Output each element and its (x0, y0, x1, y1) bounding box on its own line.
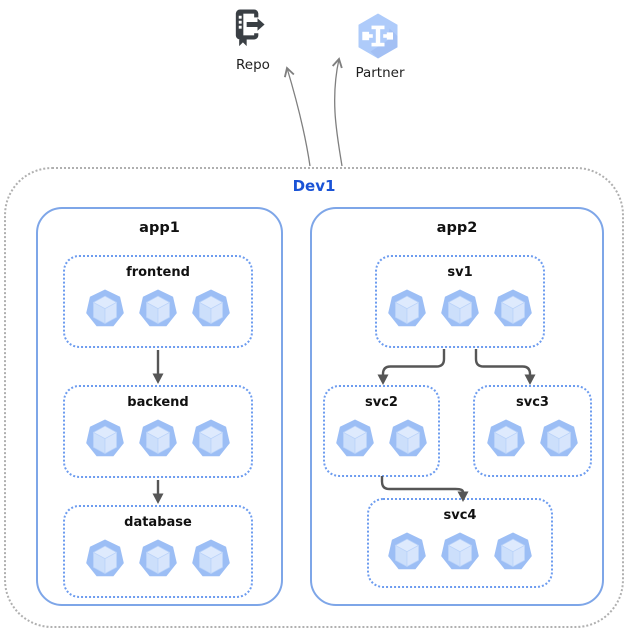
pod-row (65, 537, 251, 579)
pod-icon (190, 287, 232, 329)
pod-icon (538, 417, 580, 459)
pod-icon (84, 417, 126, 459)
pod-row (475, 417, 590, 459)
app-label: app2 (436, 220, 478, 236)
pod-icon (492, 530, 534, 572)
pod-icon (492, 287, 534, 329)
pod-row (377, 287, 543, 329)
pod-icon (190, 537, 232, 579)
service-database: database (63, 505, 253, 598)
pod-icon (387, 417, 429, 459)
repo-label: Repo (236, 57, 270, 73)
pod-icon (485, 417, 527, 459)
service-label: svc3 (516, 395, 549, 410)
pod-icon (84, 287, 126, 329)
service-backend: backend (63, 385, 253, 478)
pod-icon (137, 287, 179, 329)
service-label: sv1 (447, 265, 473, 280)
pod-icon (386, 287, 428, 329)
service-frontend: frontend (63, 255, 253, 348)
pod-row (65, 417, 251, 459)
service-label: database (124, 515, 192, 530)
service-svc2: svc2 (323, 385, 440, 477)
pod-icon (190, 417, 232, 459)
environment-label: Dev1 (292, 177, 336, 195)
service-label: svc4 (443, 508, 477, 523)
app-box-app2: app2 (310, 207, 604, 606)
pod-icon (439, 530, 481, 572)
source-repository-icon (235, 9, 265, 47)
pod-icon (137, 537, 179, 579)
service-sv1: sv1 (375, 255, 545, 348)
pod-row (369, 530, 551, 572)
partner-interconnect-hexagon-icon (358, 13, 398, 59)
pod-icon (439, 287, 481, 329)
pod-row (65, 287, 251, 329)
pod-icon (386, 530, 428, 572)
pod-icon (84, 537, 126, 579)
edge-dev1-repo (283, 66, 311, 167)
service-label: frontend (126, 265, 190, 280)
app-box-app1: app1 (36, 207, 283, 606)
pod-row (325, 417, 438, 459)
pod-icon (137, 417, 179, 459)
pod-icon (334, 417, 376, 459)
partner-label: Partner (355, 65, 405, 81)
service-label: svc2 (365, 395, 398, 410)
service-label: backend (127, 395, 189, 410)
service-svc3: svc3 (473, 385, 592, 477)
app-label: app1 (139, 220, 180, 236)
service-svc4: svc4 (367, 498, 553, 588)
environment-box-dev1: Dev1 (4, 167, 624, 628)
